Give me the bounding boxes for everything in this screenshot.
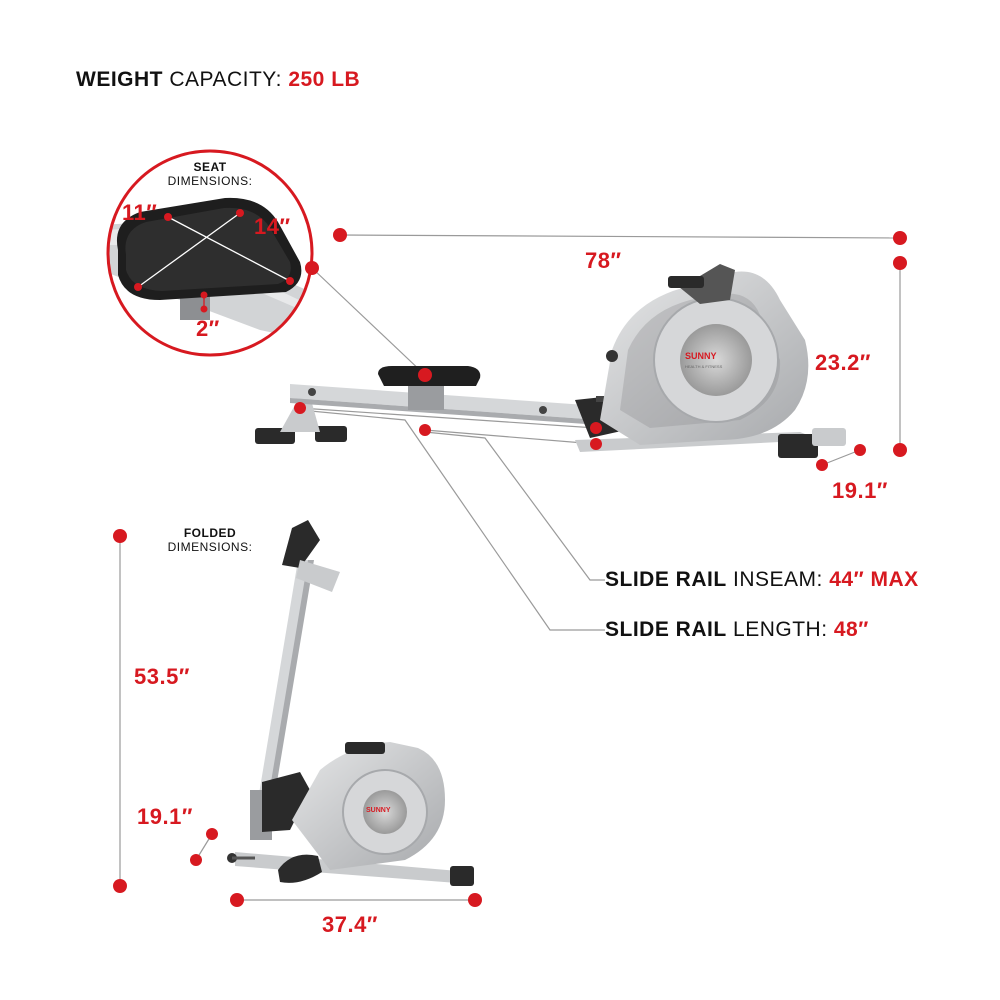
folded-logo-mark: SUNNY (366, 807, 391, 814)
dot-height-bottom (893, 443, 907, 457)
seat-dot-c (134, 283, 142, 291)
rail-length-label-bold: SLIDE RAIL (605, 618, 727, 641)
seat-magnifier (108, 151, 312, 355)
seat-leader-line (311, 267, 426, 376)
rail-measure-line-1 (299, 407, 597, 429)
dot-width-left (816, 459, 828, 471)
seat-dot-a (164, 213, 172, 221)
slide-rail-inseam: SLIDE RAIL INSEAM: 44″ MAX (605, 568, 919, 592)
width-dimension-line (821, 449, 861, 466)
rower-folded (227, 520, 474, 886)
dot-rail-rear (294, 402, 306, 414)
dot-folded-length-right (468, 893, 482, 907)
rail-length-leader-line (299, 409, 605, 631)
dot-length-left (333, 228, 347, 242)
seat-dimensions-caption: SEAT DIMENSIONS: (150, 160, 270, 188)
brand-logo-sub: HEALTH & FITNESS (685, 364, 723, 369)
dot-inseam-start (419, 424, 431, 436)
seat-height-value: 2″ (196, 316, 220, 341)
rail-length-value: 48″ (833, 618, 869, 641)
folded-height-value: 53.5″ (134, 664, 190, 689)
dot-rail-front-1 (590, 422, 602, 434)
overall-width-value: 19.1″ (832, 478, 888, 503)
overall-length-value: 78″ (585, 248, 622, 273)
folded-width-value: 19.1″ (137, 804, 193, 829)
weight-capacity-value: 250 LB (288, 68, 361, 91)
seat-dot-b (236, 209, 244, 217)
weight-capacity-heading: WEIGHT CAPACITY: 250 LB (76, 68, 360, 92)
rail-length-label-rest: LENGTH: (733, 618, 828, 641)
rower-unfolded (255, 264, 846, 458)
folded-length-value: 37.4″ (322, 912, 378, 937)
seat-width-value: 11″ (122, 200, 158, 225)
inseam-leader-line (424, 431, 605, 581)
dot-length-right (893, 231, 907, 245)
dot-folded-height-top (113, 529, 127, 543)
seat-title: SEAT (193, 160, 227, 174)
dot-height-top (893, 256, 907, 270)
weight-label-rest: CAPACITY: (169, 68, 282, 91)
folded-subtitle: DIMENSIONS: (167, 540, 253, 554)
dot-seat (418, 368, 432, 382)
folded-title: FOLDED (183, 526, 237, 540)
rail-measure-line-2 (424, 429, 597, 445)
dot-rail-front-2 (590, 438, 602, 450)
dot-folded-width-top (206, 828, 218, 840)
length-dimension-line (339, 234, 901, 239)
seat-magnifier-anchor (305, 261, 319, 275)
inseam-label-bold: SLIDE RAIL (605, 568, 727, 591)
overall-height-value: 23.2″ (815, 350, 871, 375)
slide-rail-length: SLIDE RAIL LENGTH: 48″ (605, 618, 869, 642)
dot-folded-width-bottom (190, 854, 202, 866)
inseam-value: 44″ MAX (829, 568, 919, 591)
seat-length-value: 14″ (254, 214, 291, 239)
dot-width-right (854, 444, 866, 456)
dot-folded-length-left (230, 893, 244, 907)
weight-label-bold: WEIGHT (76, 68, 163, 91)
inseam-label-rest: INSEAM: (733, 568, 823, 591)
seat-subtitle: DIMENSIONS: (167, 174, 253, 188)
seat-dot-e (200, 291, 208, 299)
seat-magnifier-ring (106, 149, 314, 357)
folded-dimensions-caption: FOLDED DIMENSIONS: (150, 526, 270, 554)
brand-logo-mark: SUNNY (685, 351, 717, 361)
seat-dot-f (200, 305, 208, 313)
dot-folded-height-bottom (113, 879, 127, 893)
seat-dot-d (286, 277, 294, 285)
